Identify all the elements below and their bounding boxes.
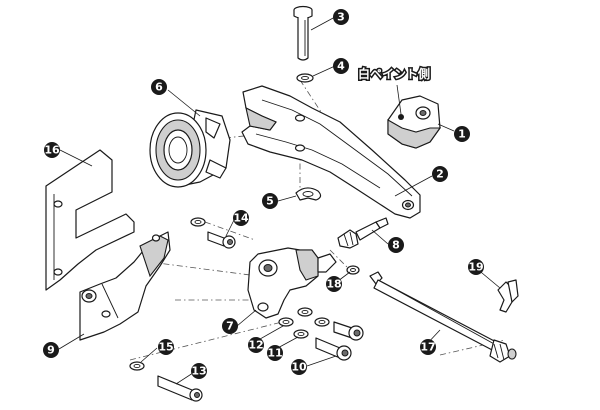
pin-washer [296, 73, 314, 83]
bracket-bolt-lower [129, 361, 203, 402]
hose-clip [497, 279, 519, 313]
callout-11: 11 [267, 345, 283, 361]
svg-text:5: 5 [266, 195, 274, 208]
svg-text:9: 9 [47, 344, 55, 357]
svg-text:8: 8 [392, 239, 400, 252]
svg-text:19: 19 [468, 261, 483, 274]
push-rod [337, 217, 389, 249]
clutch-hose [369, 271, 517, 363]
callout-3: 3 [333, 9, 349, 25]
callout-9: 9 [43, 342, 59, 358]
svg-text:7: 7 [226, 320, 234, 333]
svg-text:10: 10 [291, 361, 307, 374]
callout-10: 10 [291, 359, 307, 375]
svg-text:1: 1 [458, 128, 466, 141]
cylinder-bracket [79, 231, 171, 341]
shield-plate [45, 149, 135, 291]
svg-text:13: 13 [191, 365, 206, 378]
svg-text:6: 6 [155, 81, 163, 94]
callout-8: 8 [388, 237, 404, 253]
svg-text:12: 12 [248, 339, 263, 352]
svg-text:14: 14 [233, 212, 249, 225]
callout-5: 5 [262, 193, 278, 209]
retaining-clip [295, 187, 322, 201]
svg-text:4: 4 [337, 60, 345, 73]
svg-text:15: 15 [158, 341, 173, 354]
svg-text:2: 2 [436, 168, 444, 181]
cylinder-bolts [278, 307, 364, 361]
svg-text:11: 11 [267, 347, 282, 360]
release-fork [241, 85, 421, 219]
slave-cylinder [247, 247, 337, 319]
callout-6: 6 [151, 79, 167, 95]
svg-text:3: 3 [337, 11, 345, 24]
callout-15: 15 [158, 339, 174, 355]
callout-18: 18 [326, 276, 342, 292]
callout-2: 2 [432, 166, 448, 182]
callout-19: 19 [468, 259, 484, 275]
white-paint-side-note: 白ペイント側 [358, 66, 430, 81]
callout-14: 14 [233, 210, 249, 226]
callout-7: 7 [222, 318, 238, 334]
callout-4: 4 [333, 58, 349, 74]
pivot-bracket [387, 95, 442, 149]
svg-text:16: 16 [44, 144, 60, 157]
release-bearing [149, 109, 231, 188]
svg-text:17: 17 [420, 341, 435, 354]
leader-lines [58, 16, 501, 385]
callout-1: 1 [454, 126, 470, 142]
callout-12: 12 [248, 337, 264, 353]
bracket-bolt-upper [190, 217, 236, 249]
pivot-pin [293, 5, 313, 61]
callout-13: 13 [191, 363, 207, 379]
callout-16: 16 [44, 142, 60, 158]
callout-17: 17 [420, 339, 436, 355]
svg-text:18: 18 [326, 278, 341, 291]
